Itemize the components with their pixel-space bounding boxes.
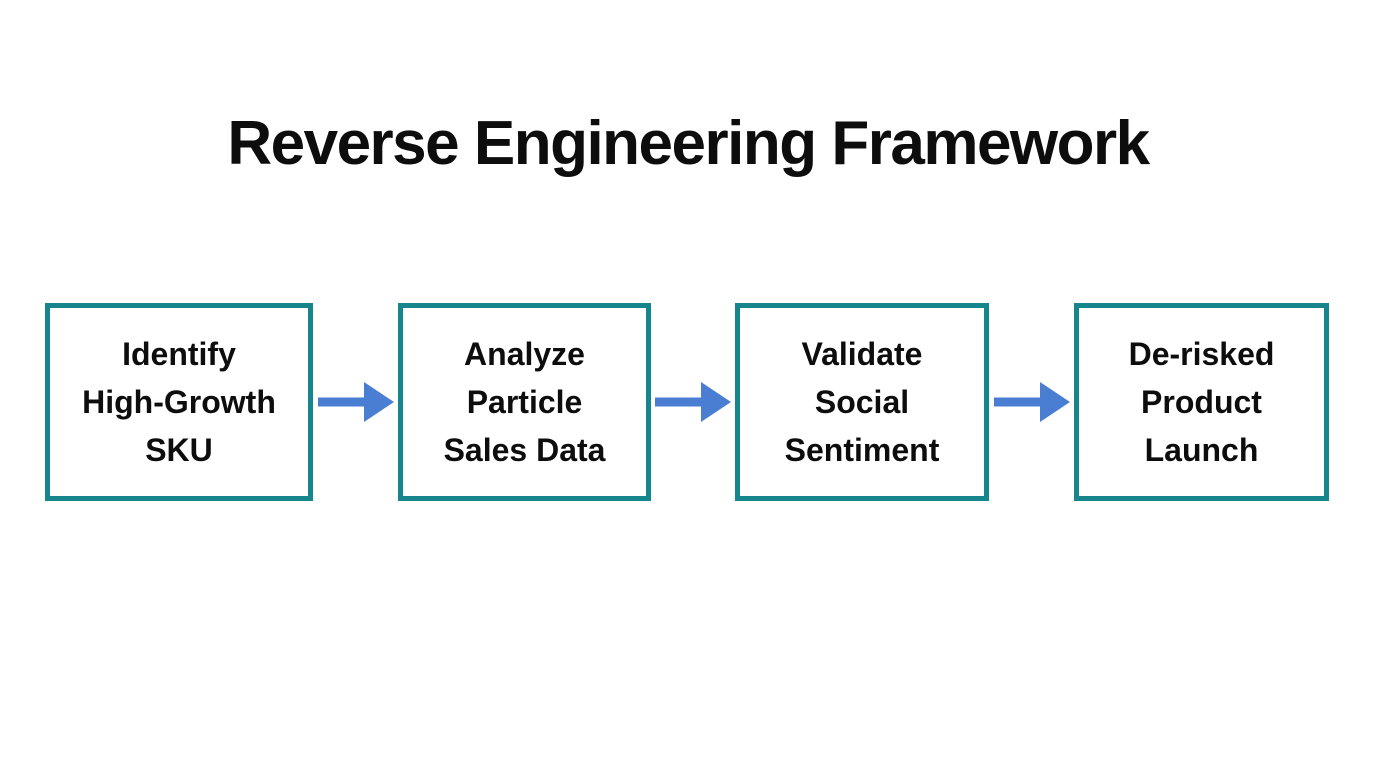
flow-step-label-4: De-risked Product Launch [1128, 336, 1275, 468]
right-arrow-icon [313, 303, 398, 501]
diagram-title: Reverse Engineering Framework [227, 109, 1150, 178]
flow-step-label-2: Analyze Particle Sales Data [443, 336, 606, 468]
flow-step-label-1: Identify High-Growth SKU [82, 336, 276, 468]
right-arrow-icon [989, 303, 1074, 501]
flow-step-box-3: Validate Social Sentiment [735, 303, 989, 501]
process-flow: Identify High-Growth SKU Analyze Particl… [45, 303, 1329, 501]
flow-step-label-3: Validate Social Sentiment [784, 336, 940, 468]
right-arrow-icon [651, 303, 735, 501]
flow-step-box-1: Identify High-Growth SKU [45, 303, 313, 501]
flow-step-box-2: Analyze Particle Sales Data [398, 303, 651, 501]
flow-step-box-4: De-risked Product Launch [1074, 303, 1329, 501]
